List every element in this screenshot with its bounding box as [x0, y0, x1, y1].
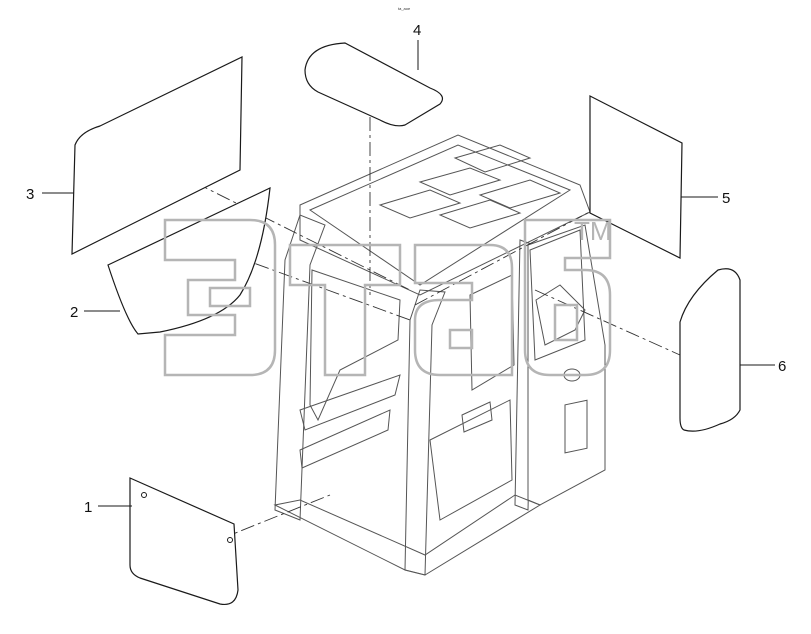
callout-5: 5	[722, 190, 730, 207]
glass-part-3[interactable]	[71, 56, 243, 255]
glass-part-4[interactable]	[304, 42, 443, 127]
leader-lines	[42, 40, 775, 507]
callout-2: 2	[70, 304, 78, 321]
callout-labels: 1 2 3 4 5 6 ta_aoe	[26, 6, 786, 516]
callout-4: 4	[413, 22, 421, 39]
watermark-logo: TM	[163, 216, 612, 377]
glass-part-1[interactable]	[129, 477, 239, 606]
callout-6: 6	[778, 358, 786, 375]
glass-part-5[interactable]	[589, 95, 683, 259]
callout-1: 1	[84, 499, 92, 516]
glass-part-6[interactable]	[679, 268, 741, 432]
callout-3: 3	[26, 186, 34, 203]
tiny-mark: ta_aoe	[398, 6, 411, 11]
watermark-trademark: TM	[574, 216, 612, 246]
